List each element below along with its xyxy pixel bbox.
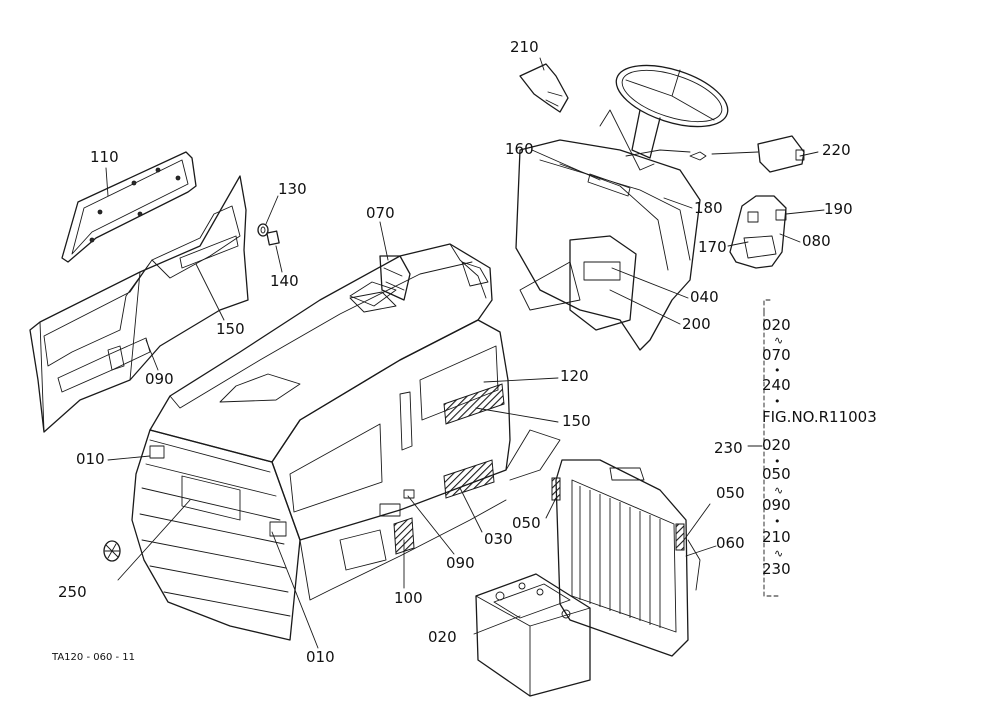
callout-250: 250 bbox=[58, 583, 87, 601]
ref-item-090: 090 bbox=[762, 496, 791, 514]
callout-200: 200 bbox=[682, 315, 711, 333]
ref-item-230: 230 bbox=[762, 560, 791, 578]
ref-range-sep-2: ∿ bbox=[774, 484, 784, 497]
callout-040: 040 bbox=[690, 288, 719, 306]
ref-range-sep-3: ∿ bbox=[774, 547, 784, 560]
callout-220: 220 bbox=[822, 141, 851, 159]
ref-dot-sep-3: • bbox=[774, 455, 781, 468]
callout-030: 030 bbox=[484, 530, 513, 548]
side-list-bracket bbox=[763, 299, 779, 597]
ref-item-050: 050 bbox=[762, 465, 791, 483]
callout-010-left: 010 bbox=[76, 450, 105, 468]
callout-190: 190 bbox=[824, 200, 853, 218]
ref-item-240: 240 bbox=[762, 376, 791, 394]
front-panel-part bbox=[29, 175, 249, 433]
side-panel-part bbox=[271, 319, 561, 601]
lever-knob-part bbox=[519, 63, 569, 113]
windshield-glass-part bbox=[61, 151, 197, 263]
ref-item-070: 070 bbox=[762, 346, 791, 364]
callout-060: 060 bbox=[716, 534, 745, 552]
callout-160: 160 bbox=[505, 140, 534, 158]
radiator-part bbox=[551, 459, 701, 657]
callout-070: 070 bbox=[366, 204, 395, 222]
grommet-part bbox=[257, 223, 280, 246]
callout-180: 180 bbox=[694, 199, 723, 217]
callout-020: 020 bbox=[428, 628, 457, 646]
callout-010-bottom: 010 bbox=[306, 648, 335, 666]
callout-090-upper: 090 bbox=[145, 370, 174, 388]
callout-150-lower: 150 bbox=[562, 412, 591, 430]
hood-part bbox=[149, 243, 493, 463]
drawing-code: TA120 - 060 - 11 bbox=[52, 652, 136, 663]
callout-150-upper: 150 bbox=[216, 320, 245, 338]
switch-housing-part bbox=[729, 195, 787, 269]
switch-part bbox=[689, 135, 805, 173]
steering-wheel-part bbox=[615, 64, 729, 159]
callout-090-lower: 090 bbox=[446, 554, 475, 572]
ref-item-210: 210 bbox=[762, 528, 791, 546]
ref-fig-number: FIG.NO.R11003 bbox=[762, 408, 877, 426]
ref-item-020-a: 020 bbox=[762, 316, 791, 334]
callout-140: 140 bbox=[270, 272, 299, 290]
ref-dot-sep-1: • bbox=[774, 364, 781, 377]
ref-dot-sep-2: • bbox=[774, 395, 781, 408]
battery-part bbox=[475, 573, 591, 697]
callout-100: 100 bbox=[394, 589, 423, 607]
callout-230: 230 bbox=[714, 439, 743, 457]
ref-dot-sep-4: • bbox=[774, 515, 781, 528]
callout-050-right: 050 bbox=[716, 484, 745, 502]
grille-part bbox=[131, 429, 301, 641]
callout-120: 120 bbox=[560, 367, 589, 385]
ref-item-020-b: 020 bbox=[762, 436, 791, 454]
callout-110: 110 bbox=[90, 148, 119, 166]
leader-lines bbox=[105, 57, 825, 649]
ref-range-sep-1: ∿ bbox=[774, 334, 784, 347]
callout-210: 210 bbox=[510, 38, 539, 56]
callout-170: 170 bbox=[698, 238, 727, 256]
callout-050-left: 050 bbox=[512, 514, 541, 532]
dashboard-part bbox=[515, 109, 701, 351]
bracket-part bbox=[349, 255, 411, 313]
callout-080: 080 bbox=[802, 232, 831, 250]
knob-part bbox=[103, 540, 121, 562]
callout-130: 130 bbox=[278, 180, 307, 198]
